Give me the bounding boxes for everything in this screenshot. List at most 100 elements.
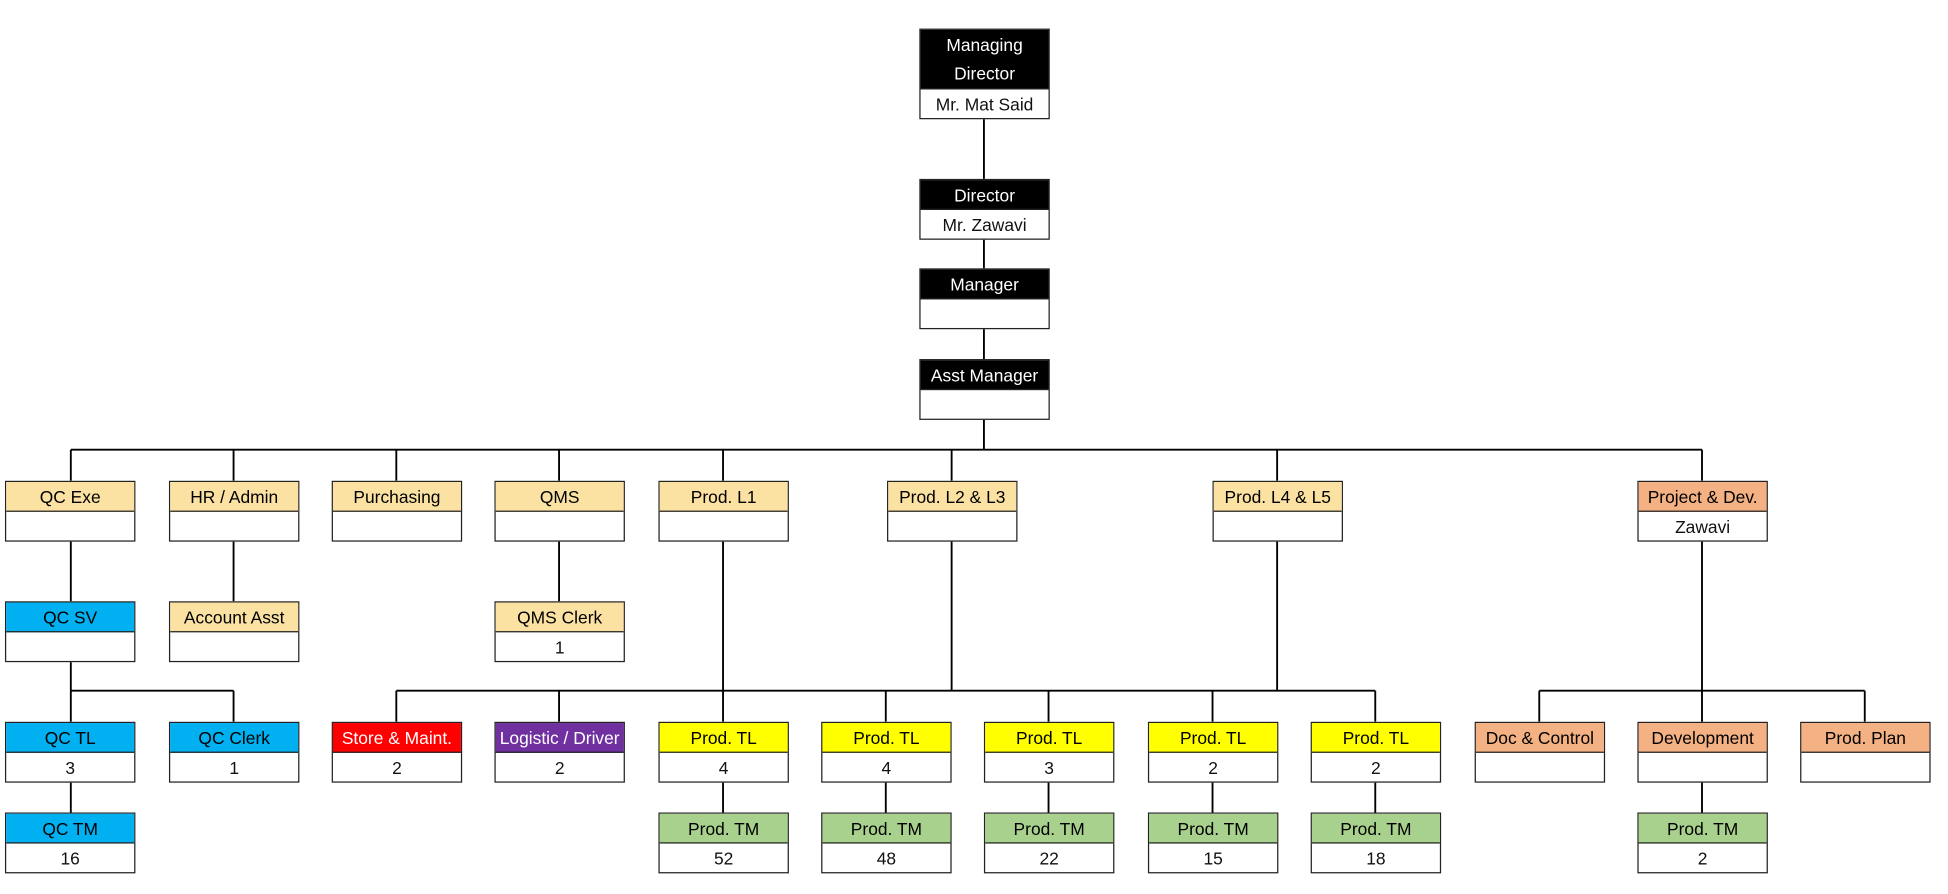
prod-l4-l5-box: Prod. L4 & L5 xyxy=(1212,480,1343,542)
prod-tl-5-count: 2 xyxy=(1371,757,1381,778)
prod-tm-4-box: Prod. TM 15 xyxy=(1147,812,1279,874)
prod-tm-1-title: Prod. TM xyxy=(659,813,788,844)
prod-l4-l5-value xyxy=(1214,512,1342,541)
doc-control-title: Doc & Control xyxy=(1475,723,1604,753)
account-asst-title: Account Asst xyxy=(170,602,299,633)
qms-clerk-count: 1 xyxy=(554,636,565,657)
qms-clerk-title: QMS Clerk xyxy=(495,602,624,633)
prod-tl-1-title: Prod. TL xyxy=(659,723,788,753)
purchasing-value xyxy=(333,512,461,541)
purchasing-title: Purchasing xyxy=(332,482,461,512)
asst-manager-name xyxy=(921,390,1049,419)
prod-l1-box: Prod. L1 xyxy=(658,480,789,542)
prod-tl-2-box: Prod. TL 4 xyxy=(821,721,952,783)
prod-plan-value xyxy=(1801,753,1929,782)
prod-l2-l3-title: Prod. L2 & L3 xyxy=(888,482,1017,512)
development-value xyxy=(1639,753,1767,782)
qc-tm-title: QC TM xyxy=(6,813,135,844)
store-maint-title: Store & Maint. xyxy=(332,723,461,753)
store-maint-box: Store & Maint. 2 xyxy=(331,721,463,783)
prod-tm-5-box: Prod. TM 18 xyxy=(1310,812,1442,874)
managing-director-title: Managing Director xyxy=(920,29,1049,90)
prod-tl-1-box: Prod. TL 4 xyxy=(658,721,789,783)
hr-admin-title: HR / Admin xyxy=(170,482,299,512)
prod-tm-1-box: Prod. TM 52 xyxy=(658,812,789,874)
director-title: Director xyxy=(920,180,1049,210)
prod-l1-value xyxy=(660,512,788,541)
prod-plan-title: Prod. Plan xyxy=(1801,723,1930,753)
dev-prod-tm-title: Prod. TM xyxy=(1638,813,1767,844)
account-asst-value xyxy=(170,632,298,661)
prod-tl-5-title: Prod. TL xyxy=(1311,723,1440,753)
manager-title: Manager xyxy=(920,269,1049,300)
purchasing-box: Purchasing xyxy=(331,480,463,542)
doc-control-box: Doc & Control xyxy=(1474,721,1606,783)
prod-l4-l5-title: Prod. L4 & L5 xyxy=(1213,482,1342,512)
development-box: Development xyxy=(1637,721,1768,783)
prod-plan-box: Prod. Plan xyxy=(1800,721,1931,783)
prod-tm-5-count: 18 xyxy=(1366,847,1386,868)
managing-director-name: Mr. Mat Said xyxy=(935,93,1034,114)
prod-tm-5-title: Prod. TM xyxy=(1311,813,1440,844)
hr-admin-box: HR / Admin xyxy=(168,480,300,542)
prod-l2-l3-value xyxy=(888,512,1016,541)
prod-tl-5-box: Prod. TL 2 xyxy=(1310,721,1442,783)
qc-tm-count: 16 xyxy=(60,847,80,868)
prod-tl-2-count: 4 xyxy=(881,757,892,778)
dev-prod-tm-count: 2 xyxy=(1697,847,1708,868)
account-asst-box: Account Asst xyxy=(168,601,300,663)
logistic-driver-box: Logistic / Driver 2 xyxy=(494,721,625,783)
prod-tl-4-title: Prod. TL xyxy=(1149,723,1278,753)
qc-sv-value xyxy=(6,632,134,661)
prod-l2-l3-box: Prod. L2 & L3 xyxy=(887,480,1018,542)
prod-tl-2-title: Prod. TL xyxy=(822,723,951,753)
hr-admin-value xyxy=(170,512,298,541)
qms-clerk-box: QMS Clerk 1 xyxy=(494,601,625,663)
qc-clerk-title: QC Clerk xyxy=(170,723,299,753)
qc-exe-box: QC Exe xyxy=(4,480,136,542)
project-dev-name: Zawavi xyxy=(1675,516,1731,537)
prod-tm-1-count: 52 xyxy=(713,847,734,868)
qc-tl-count: 3 xyxy=(65,757,76,778)
asst-manager-box: Asst Manager xyxy=(919,359,1050,420)
project-dev-title: Project & Dev. xyxy=(1638,482,1767,512)
project-dev-box: Project & Dev. Zawavi xyxy=(1637,480,1768,542)
store-maint-count: 2 xyxy=(392,757,402,778)
qms-box: QMS xyxy=(494,480,625,542)
development-title: Development xyxy=(1638,723,1767,753)
logistic-driver-title: Logistic / Driver xyxy=(495,723,624,753)
prod-tl-4-count: 2 xyxy=(1208,757,1218,778)
prod-tl-3-count: 3 xyxy=(1044,757,1054,778)
dev-prod-tm-box: Prod. TM 2 xyxy=(1637,812,1768,874)
prod-tm-2-box: Prod. TM 48 xyxy=(821,812,952,874)
logistic-driver-count: 2 xyxy=(554,757,565,778)
qc-sv-title: QC SV xyxy=(6,602,135,633)
prod-tm-2-title: Prod. TM xyxy=(822,813,951,844)
prod-tm-3-box: Prod. TM 22 xyxy=(983,812,1115,874)
qc-tl-box: QC TL 3 xyxy=(4,721,136,783)
prod-tl-3-title: Prod. TL xyxy=(985,723,1114,753)
prod-tm-2-count: 48 xyxy=(876,847,897,868)
qc-exe-value xyxy=(6,512,134,541)
asst-manager-title: Asst Manager xyxy=(920,360,1049,391)
prod-tm-4-count: 15 xyxy=(1203,847,1223,868)
director-box: Director Mr. Zawavi xyxy=(919,178,1050,240)
prod-tl-1-count: 4 xyxy=(718,757,729,778)
qms-value xyxy=(496,512,624,541)
manager-name xyxy=(921,299,1049,328)
prod-tm-3-title: Prod. TM xyxy=(985,813,1114,844)
qc-exe-title: QC Exe xyxy=(6,482,135,512)
qc-clerk-box: QC Clerk 1 xyxy=(168,721,300,783)
doc-control-value xyxy=(1476,753,1604,782)
prod-l1-title: Prod. L1 xyxy=(659,482,788,512)
qc-tm-box: QC TM 16 xyxy=(4,812,136,874)
managing-director-box: Managing Director Mr. Mat Said xyxy=(919,28,1050,120)
qms-title: QMS xyxy=(495,482,624,512)
qc-tl-title: QC TL xyxy=(6,723,135,753)
prod-tl-4-box: Prod. TL 2 xyxy=(1147,721,1279,783)
qc-clerk-count: 1 xyxy=(229,757,240,778)
prod-tm-3-count: 22 xyxy=(1039,847,1059,868)
prod-tl-3-box: Prod. TL 3 xyxy=(983,721,1115,783)
